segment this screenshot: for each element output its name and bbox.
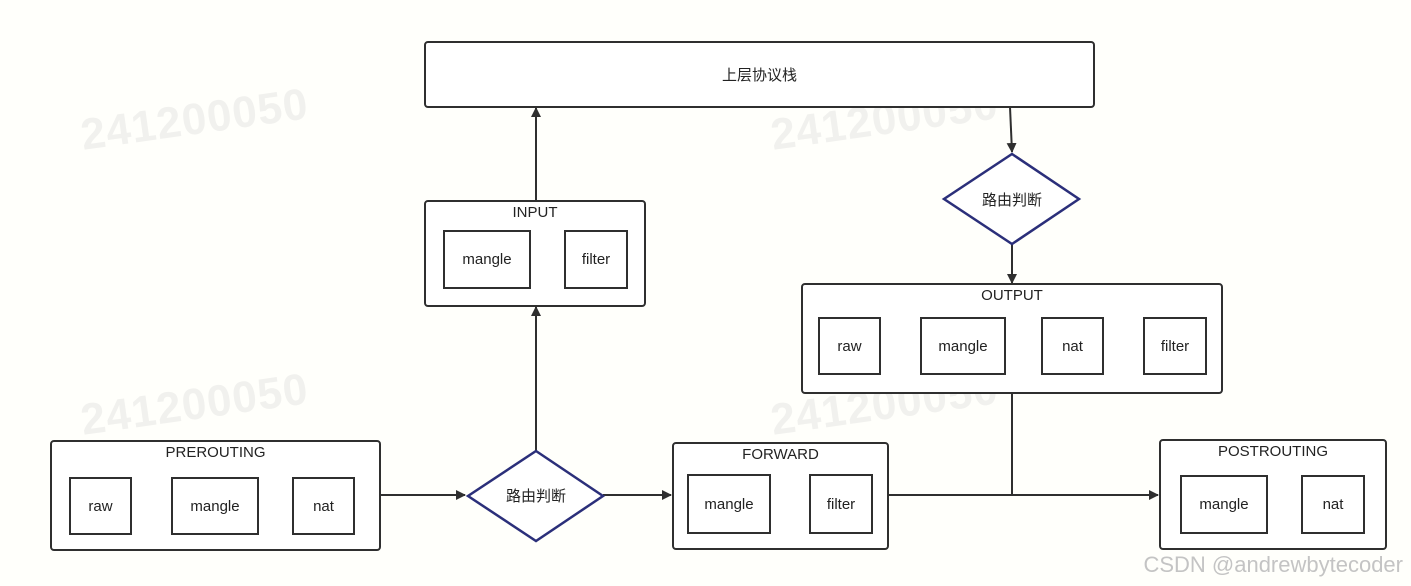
routing-decision-label: 路由判断 xyxy=(981,191,1042,209)
table-nat: nat xyxy=(292,477,355,535)
chain-title: POSTROUTING xyxy=(1217,443,1328,460)
table-nat: nat xyxy=(1041,317,1104,375)
table-mangle: mangle xyxy=(171,477,259,535)
table-mangle: mangle xyxy=(1180,475,1268,534)
routing-decision-label: 路由判断 xyxy=(505,487,566,505)
chain-title: PREROUTING xyxy=(165,444,266,461)
arrow-stack-to-routing xyxy=(1006,106,1017,153)
table-nat: nat xyxy=(1301,475,1365,534)
table-filter: filter xyxy=(1143,317,1207,375)
chain-title: INPUT xyxy=(512,204,558,221)
chain-title: FORWARD xyxy=(742,446,819,463)
routing-decision-diamond xyxy=(465,449,606,543)
table-mangle: mangle xyxy=(687,474,771,534)
table-mangle: mangle xyxy=(920,317,1006,375)
upper-protocol-stack: 上层协议栈 xyxy=(424,41,1095,108)
table-raw: raw xyxy=(818,317,881,375)
table-filter: filter xyxy=(564,230,628,289)
chain-title: OUTPUT xyxy=(981,287,1043,304)
source-credit: CSDN @andrewbytecoder xyxy=(1143,552,1403,577)
routing-decision-diamond xyxy=(941,152,1082,246)
table-raw: raw xyxy=(69,477,132,535)
table-filter: filter xyxy=(809,474,873,534)
upper-protocol-stack-label: 上层协议栈 xyxy=(721,66,797,84)
table-mangle: mangle xyxy=(443,230,531,289)
